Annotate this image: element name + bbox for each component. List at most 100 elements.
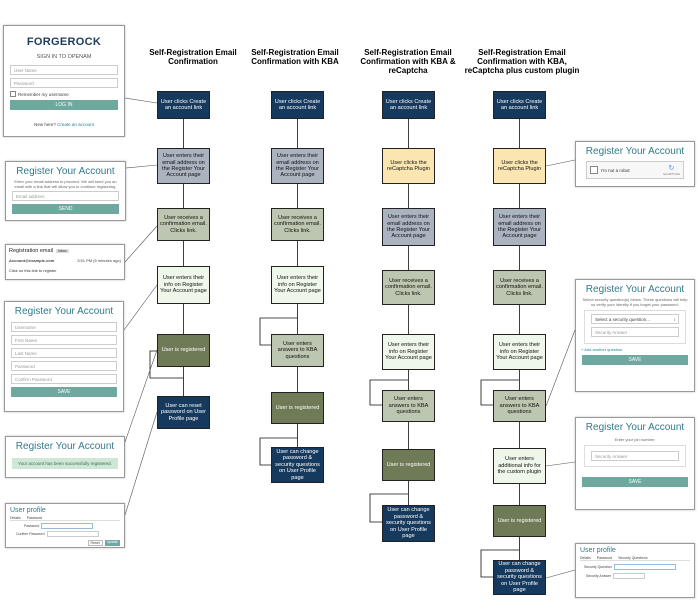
register-email-panel: Register Your Account Enter your email a… (5, 161, 126, 221)
c4-receives-email: User receives a confirmation email. Clic… (493, 270, 546, 305)
leader-profile (124, 411, 158, 516)
loop-c3b (369, 493, 408, 523)
save-button[interactable]: SAVE (11, 387, 117, 397)
email-input[interactable]: Email address (12, 191, 119, 201)
profile-title: User profile (10, 507, 46, 514)
pin-panel: Register Your Account Enter your pin num… (575, 417, 695, 510)
column-title-4: Self-Registration Email Confirmation wit… (464, 48, 580, 75)
c3-registered: User is registered (382, 449, 435, 481)
recaptcha-brand: reCAPTCHA (662, 171, 680, 176)
panel-title: Register Your Account (15, 441, 115, 452)
c3-click-link: User clicks Create an account link (382, 91, 435, 119)
c1-enter-email: User enters their email address on the R… (157, 148, 210, 184)
leader-email (124, 225, 158, 263)
loop-c4a (480, 379, 519, 406)
email-time: 3:51 PM (5 minutes ago) (77, 258, 121, 263)
panel-title: Register Your Account (14, 306, 114, 317)
c4-enter-email: User enters their email address on the R… (493, 208, 546, 246)
c2-receives-email: User receives a confirmation email. Clic… (271, 208, 324, 241)
c1-registered: User is registered (157, 334, 210, 367)
tab-security-questions[interactable]: Security Questions (618, 556, 648, 560)
question-select-label: Select a security question... (595, 317, 651, 322)
kba-save-button[interactable]: SAVE (582, 355, 688, 365)
username-input[interactable]: User Name (10, 65, 118, 75)
c3-kba-answers: User enters answers to KBA questions (382, 390, 435, 422)
brand-logo: FORGEROCK (26, 36, 102, 48)
password-label: Password (24, 524, 40, 528)
leader-pin (545, 461, 576, 467)
create-account-link[interactable]: Create an account (57, 122, 94, 127)
loop-c2b (259, 437, 297, 466)
kba-answer-input[interactable]: Security Answer (591, 327, 679, 337)
profile-panel: User profile Details Password Password C… (5, 503, 125, 548)
username-field[interactable]: Username (11, 322, 117, 332)
leader-register-email (125, 164, 158, 169)
profile-title: User profile (580, 547, 616, 554)
tab-details[interactable]: Details (580, 556, 591, 560)
c4-recaptcha: User clicks the reCaptcha Plugin (493, 148, 546, 184)
register-help: Enter your email address to proceed. We … (14, 179, 117, 189)
c2-change-password: User can change password & security ques… (271, 447, 324, 483)
c2-enter-email: User enters their email address on the R… (271, 148, 324, 184)
pin-save-button[interactable]: SAVE (582, 477, 688, 487)
answer-label: Security Answer (586, 574, 612, 578)
confirm-password-field[interactable]: Confirm Password (11, 374, 117, 384)
tab-password[interactable]: Password (596, 556, 613, 560)
c4-change-password: User can change password & security ques… (493, 560, 546, 595)
confirm-input[interactable] (46, 531, 99, 537)
tab-password[interactable]: Password (26, 516, 43, 520)
remember-row[interactable]: Remember my username (10, 91, 118, 97)
email-sender: Account@example.com (9, 258, 55, 263)
loop-c4b (480, 549, 519, 578)
panel-title: Register Your Account (585, 422, 685, 433)
question-select[interactable]: Select a security question... ↕ (591, 314, 679, 324)
first-name-field[interactable]: First Name (11, 335, 117, 345)
column-title-1: Self-Registration Email Confirmation (149, 48, 237, 66)
panel-title: Register Your Account (585, 284, 685, 295)
c1-receives-email: User receives a confirmation email. Clic… (157, 208, 210, 241)
c4-enter-info: User enters their info on Register Your … (493, 334, 546, 370)
add-question-link[interactable]: + Add another question (581, 347, 623, 352)
c3-receives-email: User receives a confirmation email. Clic… (382, 270, 435, 305)
loop-c3a (369, 379, 408, 406)
last-name-field[interactable]: Last Name (11, 348, 117, 358)
c4-custom-plugin: User enters additional info for the cust… (493, 448, 546, 484)
register-form-panel: Register Your Account Username First Nam… (4, 301, 124, 412)
c1-enter-info: User enters their info on Register Your … (157, 266, 210, 304)
c3-recaptcha: User clicks the reCaptcha Plugin (382, 148, 435, 184)
remember-label: Remember my username (18, 91, 69, 97)
password-input[interactable] (41, 523, 94, 529)
pin-prompt: Enter your pin number: (614, 437, 656, 442)
c4-kba-answers: User enters answers to KBA questions (493, 390, 546, 422)
pin-input[interactable]: Security Answer (591, 451, 679, 461)
c2-click-link: User clicks Create an account link (271, 91, 324, 119)
login-button[interactable]: LOG IN (10, 100, 118, 110)
answer-input[interactable] (613, 573, 646, 579)
success-message: Your account has been successfully regis… (12, 458, 118, 469)
checkbox-icon[interactable] (10, 91, 16, 97)
captcha-label: I'm not a robot (601, 167, 630, 173)
kba-help: Select security question(s) below. These… (582, 297, 688, 307)
recaptcha-icon: ↻ (668, 164, 675, 172)
email-body[interactable]: Click on this link to register (9, 268, 57, 273)
question-label: Security Question (584, 565, 612, 569)
send-button[interactable]: SEND (12, 204, 119, 214)
c2-enter-info: User enters their info on Register Your … (271, 266, 324, 304)
leader-captcha (545, 159, 576, 167)
column-title-3: Self-Registration Email Confirmation wit… (360, 48, 456, 75)
profile-security-panel: User profile Details Password Security Q… (575, 543, 695, 598)
c3-enter-email: User enters their email address on the R… (382, 208, 435, 246)
reset-button[interactable]: Reset (87, 540, 103, 546)
password-field[interactable]: Password (11, 361, 117, 371)
update-button[interactable]: Update (104, 540, 120, 546)
success-panel: Register Your Account Your account has b… (5, 436, 125, 478)
loop-c2a (259, 317, 297, 346)
c3-enter-info: User enters their info on Register Your … (382, 334, 435, 370)
c1-click-link: User clicks Create an account link (157, 91, 210, 119)
captcha-checkbox[interactable] (590, 166, 598, 174)
tab-details[interactable]: Details (10, 516, 21, 520)
password-input[interactable]: Password (10, 78, 118, 88)
c4-click-link: User clicks Create an account link (493, 91, 546, 119)
question-input[interactable] (613, 564, 676, 570)
